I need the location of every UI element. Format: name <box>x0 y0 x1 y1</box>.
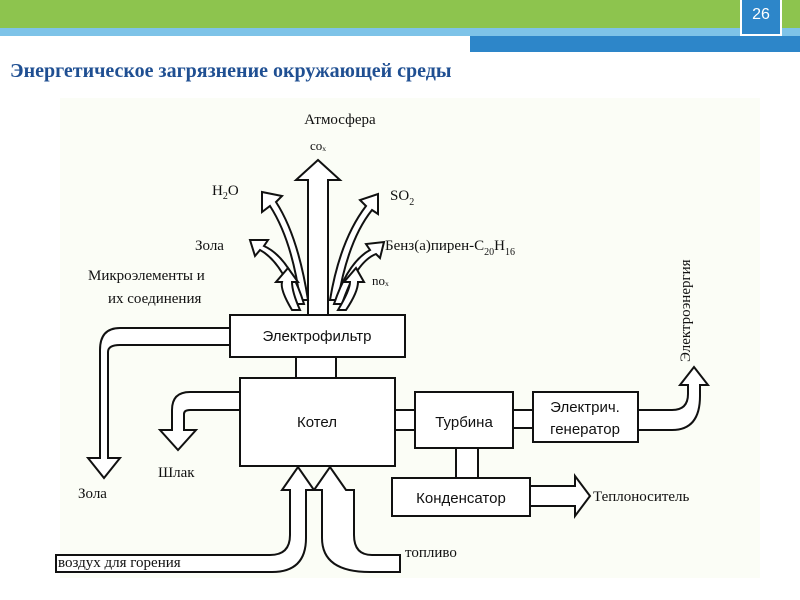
turbine-label: Турбина <box>435 414 493 431</box>
top-bar-green <box>0 0 800 28</box>
fuel-label: топливо <box>405 545 457 561</box>
condenser-box <box>391 477 531 517</box>
turbine-box <box>414 391 514 449</box>
boiler-label: Котел <box>297 414 337 431</box>
slag-arrow <box>157 391 241 452</box>
turbine-generator-connector <box>512 409 534 429</box>
plume-nox-arrow <box>336 266 366 311</box>
plume-micro-arrow <box>273 266 302 311</box>
electrofilter-label: Электрофильтр <box>263 328 372 345</box>
chimney-arrow-cox <box>293 158 343 316</box>
plume-h2o-arrow <box>261 190 310 301</box>
benzapyrene-label: Бенз(а)пирен-С20H16 <box>385 238 515 258</box>
condenser-label: Конденсатор <box>416 490 506 507</box>
slide-number: 26 <box>752 6 770 23</box>
ash-bottom-label: Зола <box>78 486 107 502</box>
microelements-label-line2: их соединения <box>108 291 201 307</box>
turbine-condenser-connector <box>455 447 479 479</box>
filter-boiler-connector <box>295 356 337 379</box>
top-bar-blue <box>0 28 800 36</box>
top-bar-accent <box>470 36 800 52</box>
ash-top-label: Зола <box>195 238 224 254</box>
plume-so2-arrow <box>328 192 379 301</box>
heat-carrier-label: Теплоноситель <box>593 489 690 505</box>
slide-number-box <box>740 0 782 36</box>
microelements-label-line1: Микроэлементы и <box>88 268 205 284</box>
so2-label: SO2 <box>390 188 414 208</box>
h2o-label: H2O <box>212 183 239 202</box>
heat-carrier-arrow <box>529 473 592 519</box>
generator-box <box>532 391 639 443</box>
electricity-arrow <box>637 365 711 431</box>
slag-label: Шлак <box>158 465 195 481</box>
electrofilter-box <box>229 314 406 358</box>
generator-label-line1: Электрич. <box>550 399 620 416</box>
combustion-air-label: воздух для горения <box>58 555 181 571</box>
combustion-air-arrow <box>55 465 316 573</box>
ash-arrow-left <box>85 327 231 480</box>
atmosphere-label: Атмосфера <box>304 112 376 128</box>
nox-label: noₓ <box>372 273 389 288</box>
slide-title: Энергетическое загрязнение окружающей ср… <box>10 60 452 82</box>
fuel-arrow <box>312 465 401 573</box>
boiler-turbine-connector <box>394 409 416 431</box>
generator-label-line2: генератор <box>550 421 620 438</box>
cox-label: coₓ <box>310 138 326 153</box>
electricity-label: Электроэнергия <box>678 259 694 362</box>
